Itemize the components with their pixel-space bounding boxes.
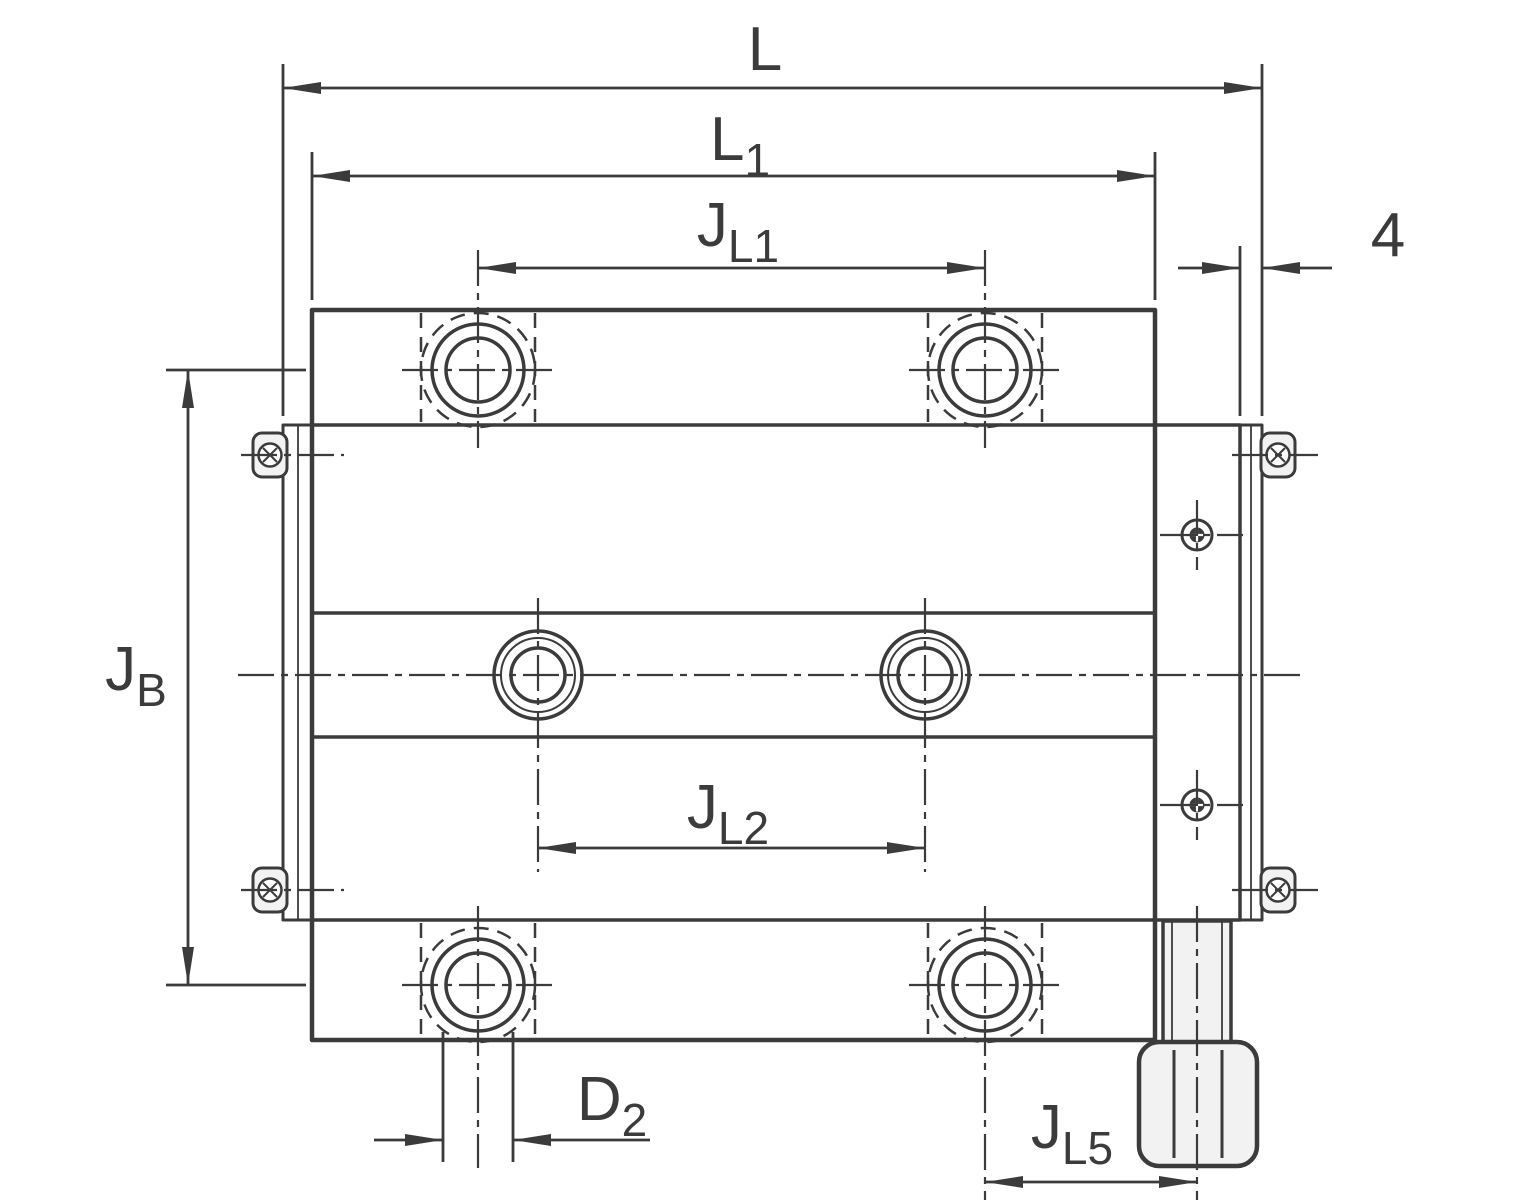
dimension-D2: D2 xyxy=(374,1032,650,1162)
dimension-label-JL1: JL1 xyxy=(697,191,779,272)
dimension-label-JL2: JL2 xyxy=(687,773,769,854)
dimension-label-L1: L1 xyxy=(710,105,770,186)
dimension-JL5: JL5 xyxy=(985,1093,1197,1188)
dimension-L1: L1 xyxy=(310,105,1157,300)
dimension-label-4: 4 xyxy=(1371,201,1405,270)
dimension-JB: JB xyxy=(105,368,306,987)
dimension-JL2: JL2 xyxy=(538,773,925,854)
dimension-label-JL5: JL5 xyxy=(1031,1093,1113,1174)
dimension-label-JB: JB xyxy=(105,635,167,716)
dimension-L: L xyxy=(281,15,1264,416)
centerlines xyxy=(238,250,1318,1200)
dimension-label-D2: D2 xyxy=(577,1065,647,1146)
dimension-4-offset: 4 xyxy=(1178,201,1405,416)
dimension-label-L: L xyxy=(748,15,782,84)
dimension-JL1: JL1 xyxy=(478,191,985,274)
